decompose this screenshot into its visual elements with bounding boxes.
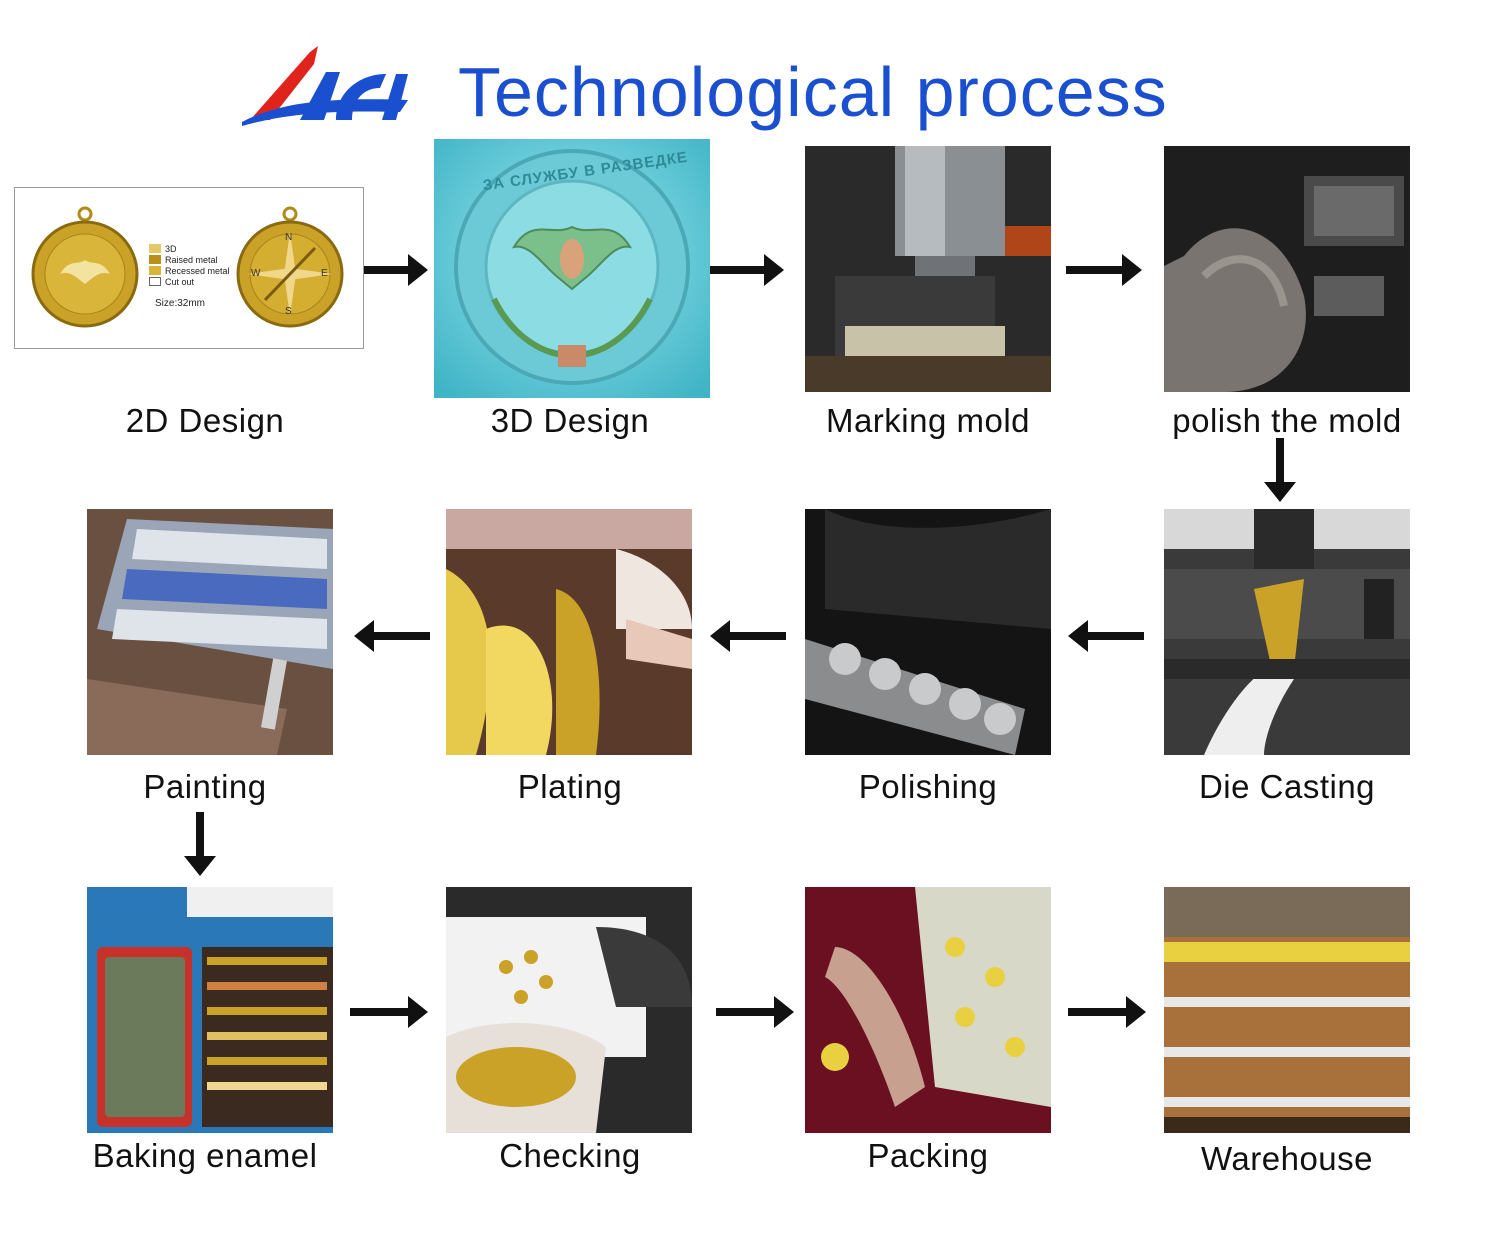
step-label-2d-design: 2D Design bbox=[125, 402, 285, 439]
photo-plating bbox=[446, 509, 692, 755]
step-label-packing: Packing bbox=[867, 1137, 989, 1174]
arrow-left-icon bbox=[1066, 618, 1144, 654]
step-label-3d-design: 3D Design bbox=[490, 402, 650, 439]
arrow-down-icon bbox=[1262, 438, 1298, 504]
page-title: Technological process bbox=[458, 53, 1168, 131]
legend-item: 3D bbox=[165, 244, 177, 254]
step-label-polish-the-mold: polish the mold bbox=[1172, 402, 1402, 439]
step-label-marking-mold: Marking mold bbox=[825, 402, 1031, 439]
step-label-checking: Checking bbox=[499, 1137, 641, 1174]
photo-checking bbox=[446, 887, 692, 1133]
photo-2d-design: N E S W 3D Raised metal Recessed metal C… bbox=[14, 187, 364, 349]
photo-polish-the-mold bbox=[1164, 146, 1410, 392]
legend-item: Raised metal bbox=[165, 255, 218, 265]
compass-letter-w: W bbox=[251, 268, 261, 279]
step-label-plating: Plating bbox=[517, 768, 623, 805]
size-label: Size:32mm bbox=[155, 298, 206, 309]
compass-letter-s: S bbox=[285, 306, 292, 317]
arrow-right-icon bbox=[350, 994, 430, 1030]
adi-logo bbox=[240, 42, 410, 128]
step-label-warehouse: Warehouse bbox=[1200, 1140, 1374, 1177]
arrow-down-icon bbox=[182, 812, 218, 878]
step-label-baking-enamel: Baking enamel bbox=[92, 1137, 318, 1174]
arrow-right-icon bbox=[710, 252, 786, 288]
arrow-left-icon bbox=[352, 618, 430, 654]
arrow-left-icon bbox=[708, 618, 786, 654]
legend: 3D Raised metal Recessed metal Cut out bbox=[149, 244, 230, 288]
step-label-polishing: Polishing bbox=[858, 768, 998, 805]
header: Technological process bbox=[0, 0, 1500, 140]
photo-painting bbox=[87, 509, 333, 755]
legend-item: Recessed metal bbox=[165, 266, 230, 276]
photo-3d-design: ЗА СЛУЖБУ В РАЗВЕДКЕ bbox=[434, 139, 710, 398]
step-label-die-casting: Die Casting bbox=[1198, 768, 1376, 805]
step-label-painting: Painting bbox=[143, 768, 267, 805]
compass-letter-e: E bbox=[321, 268, 328, 279]
arrow-right-icon bbox=[716, 994, 796, 1030]
photo-die-casting bbox=[1164, 509, 1410, 755]
arrow-right-icon bbox=[364, 252, 430, 288]
photo-baking-enamel bbox=[87, 887, 333, 1133]
compass-letter-n: N bbox=[285, 232, 293, 243]
photo-warehouse bbox=[1164, 887, 1410, 1133]
legend-item: Cut out bbox=[165, 277, 195, 287]
arrow-right-icon bbox=[1068, 994, 1148, 1030]
arrow-right-icon bbox=[1066, 252, 1144, 288]
photo-packing bbox=[805, 887, 1051, 1133]
photo-polishing bbox=[805, 509, 1051, 755]
photo-marking-mold bbox=[805, 146, 1051, 392]
